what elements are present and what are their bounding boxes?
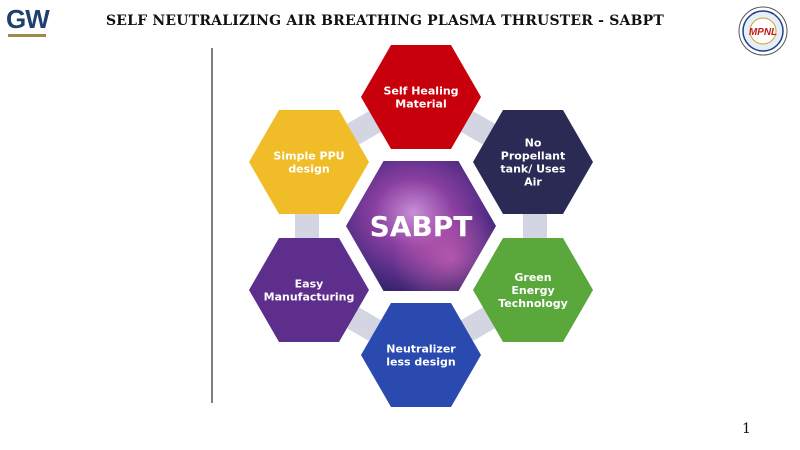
hexagon-label-bottom: Neutralizer: [386, 343, 456, 356]
hexagon-label-lower-left: Easy: [295, 278, 324, 291]
gw-logo-underline: [8, 34, 46, 37]
hexagon-label-lower-left: Manufacturing: [264, 291, 355, 304]
hexagon-shape-lower-right: [473, 238, 593, 342]
hexagon-label-upper-right: tank/ Uses: [500, 163, 566, 176]
slide-title: SELF NEUTRALIZING AIR BREATHING PLASMA T…: [105, 13, 664, 29]
hexagon-shape-top: [361, 45, 481, 149]
hexagon-label-upper-right: No: [525, 137, 542, 150]
hexagon-shape-upper-right: [473, 110, 593, 214]
hexagon-label-lower-right: Energy: [511, 284, 554, 297]
hexagon-label-upper-right: Air: [524, 176, 542, 189]
center-label: SABPT: [370, 210, 473, 243]
center-hexagon: SABPT: [346, 161, 496, 291]
hexagon-label-upper-left: Simple PPU: [273, 150, 344, 163]
mpnl-seal-text: MPNL: [749, 27, 777, 38]
hexagon-shape-lower-left: [249, 238, 369, 342]
hexagon-label-top: Self Healing: [383, 85, 458, 98]
hexagon-shape-upper-left: [249, 110, 369, 214]
hexagon-label-top: Material: [395, 98, 446, 111]
center-hexagon-glow: [346, 161, 496, 291]
hexagon-label-upper-right: Propellant: [501, 150, 565, 163]
slide-number: 1: [742, 421, 751, 437]
mpnl-seal-icon: MPNL: [738, 6, 788, 56]
gw-logo-text: GW: [6, 4, 50, 34]
hexagon-label-lower-right: Green: [514, 271, 551, 284]
hexagon-label-upper-left: design: [288, 163, 329, 176]
hexagon-label-bottom: less design: [386, 356, 456, 369]
hexagon-shape-bottom: [361, 303, 481, 407]
gw-logo: GW: [6, 4, 50, 38]
hexagon-label-lower-right: Technology: [498, 297, 568, 310]
vertical-divider: [211, 48, 213, 403]
